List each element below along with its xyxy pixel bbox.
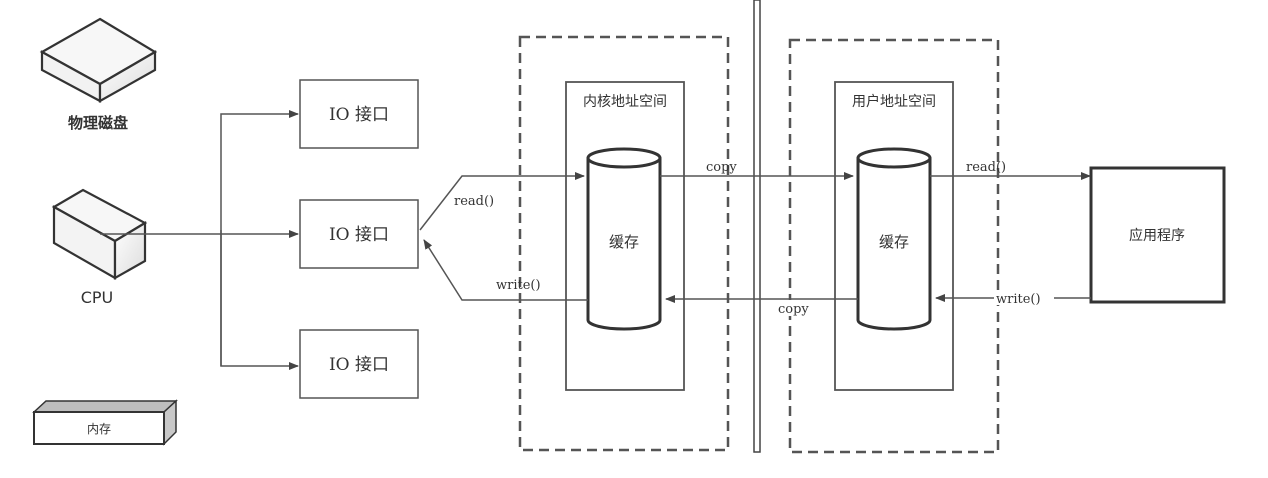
cpu-label: CPU [81, 288, 114, 307]
io-interface-1: IO 接口 [299, 79, 419, 149]
memory-icon [32, 399, 178, 446]
user-buffer-label: 缓存 [879, 233, 909, 251]
kernel-user-divider [753, 0, 761, 453]
user-buffer: 缓存 [856, 147, 932, 331]
disk-icon [39, 17, 158, 103]
kernel-address-space: 内核地址空间 [565, 81, 685, 391]
user-space-title: 用户地址空间 [852, 93, 936, 110]
cylinder-icon [586, 147, 662, 331]
application: 应用程序 [1089, 166, 1226, 304]
kernel-region-boundary [518, 35, 730, 452]
user-region-boundary [788, 38, 1000, 454]
io-interface-label: IO 接口 [329, 355, 389, 375]
kernel-buffer-label: 缓存 [609, 233, 639, 251]
copy-label-bg [774, 300, 814, 316]
copy-label: copy [706, 160, 737, 175]
cylinder-icon [856, 147, 932, 331]
disk-label: 物理磁盘 [68, 114, 128, 132]
cpu-io-connectors [100, 110, 299, 370]
memory-label: 内存 [87, 422, 111, 436]
kernel-space-title: 内核地址空间 [583, 94, 667, 110]
write-label: write() [496, 278, 541, 293]
read-label: read() [966, 160, 1006, 175]
io-interface-label: IO 接口 [329, 105, 389, 125]
write-label: write() [996, 292, 1041, 307]
memory: 内存 [32, 399, 178, 446]
io-interface-2: IO 接口 [299, 199, 419, 269]
kernel-to-io-write-arrow [423, 239, 588, 301]
write-label-bg [994, 290, 1054, 305]
bus-to-io3-arrow [220, 230, 299, 370]
physical-disk: 物理磁盘 [39, 17, 158, 132]
io-interface-label: IO 接口 [329, 225, 389, 245]
bus-to-io1-arrow [220, 110, 299, 366]
application-label: 应用程序 [1129, 227, 1185, 244]
io-to-kernel-read-arrow [419, 172, 585, 231]
cpu-icon [51, 188, 148, 280]
read-label: read() [454, 194, 494, 209]
user-address-space: 用户地址空间 [834, 81, 954, 391]
cpu: CPU [51, 188, 148, 307]
io-interface-3: IO 接口 [299, 329, 419, 399]
copy-label: copy [778, 302, 809, 317]
kernel-buffer: 缓存 [586, 147, 662, 331]
